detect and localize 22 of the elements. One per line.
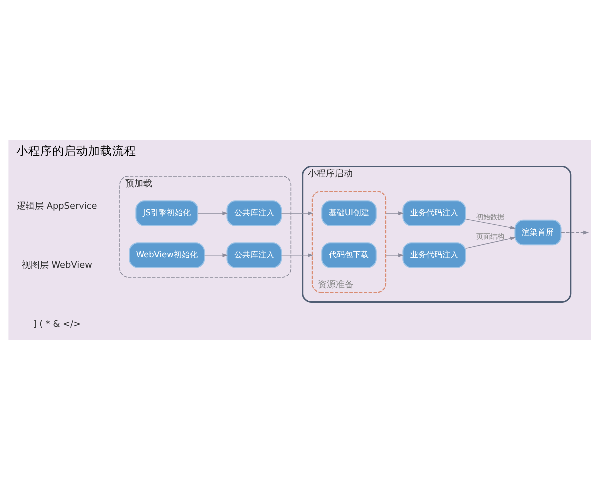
- node-box: 业务代码注入: [402, 242, 466, 268]
- arrow: [281, 212, 314, 216]
- arrow: [561, 230, 590, 235]
- label: 视图层 WebView: [22, 261, 92, 272]
- node-box: JS引擎初始化: [136, 200, 199, 226]
- label: 逻辑层 AppService: [17, 202, 98, 212]
- node-box: 基础UI创建: [322, 200, 377, 226]
- arrow: [198, 212, 228, 216]
- arrow: [386, 254, 404, 258]
- arrow: [204, 254, 228, 258]
- node-box: WebView初始化: [129, 242, 206, 268]
- arrow: [281, 254, 314, 258]
- arrow: [466, 236, 516, 249]
- node-box: 业务代码注入: [402, 200, 466, 226]
- node-box: 渲染首屏: [514, 220, 562, 246]
- node-box: 公共库注入: [226, 242, 282, 268]
- label: ] ( * & </>: [33, 320, 81, 330]
- node-box: 公共库注入: [226, 200, 282, 226]
- node-box: 代码包下载: [322, 242, 377, 268]
- arrow: [466, 218, 516, 230]
- diagram-title: 小程序的启动加载流程: [16, 144, 136, 158]
- arrow: [386, 212, 404, 216]
